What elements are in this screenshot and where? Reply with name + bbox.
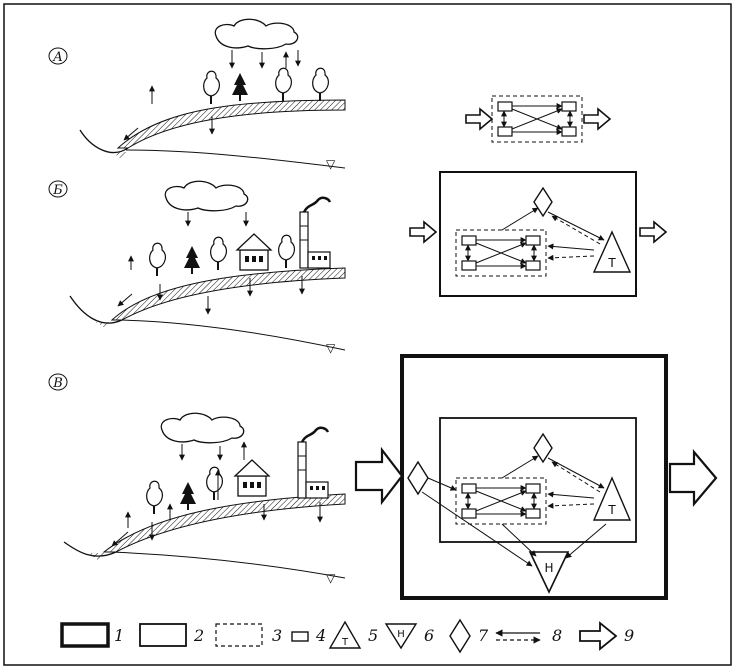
scheme-v: Т Н <box>354 354 718 600</box>
diamond-node <box>407 460 429 496</box>
tree-icon <box>202 70 221 105</box>
legend-item-5: Т 5 <box>328 620 378 649</box>
cloud-icon <box>214 18 299 50</box>
tree-icon <box>205 466 224 501</box>
svg-text:Т: Т <box>341 637 349 648</box>
legend-item-3: 3 <box>215 623 282 647</box>
house-icon <box>236 233 272 271</box>
fir-tree-icon <box>183 245 201 275</box>
legend-item-2: 2 <box>139 623 204 647</box>
diamond-node <box>533 432 553 464</box>
fir-tree-icon <box>179 481 197 511</box>
panel-a-label: А <box>48 47 68 65</box>
legend-item-6: Н 6 <box>384 623 434 650</box>
svg-text:1: 1 <box>114 626 124 645</box>
inverted-triangle-h-icon: Н <box>384 623 418 650</box>
panel-b-label-text: Б <box>52 183 63 198</box>
svg-text:Н: Н <box>397 629 405 640</box>
panel-v-label: В <box>48 373 68 391</box>
legend-item-7: 7 <box>449 618 489 654</box>
thin-boundary-frame <box>439 171 637 297</box>
thick-frame-icon <box>60 622 110 648</box>
panel-a-label-text: А <box>52 50 63 65</box>
scheme-b: Т <box>409 171 667 297</box>
svg-text:7: 7 <box>478 626 489 645</box>
panel-v: В ▽ <box>48 354 718 600</box>
svg-text:Т: Т <box>607 256 616 270</box>
tree-icon <box>209 236 228 271</box>
diamond-icon <box>449 618 471 654</box>
tree-icon <box>145 480 164 515</box>
scheme-a <box>465 96 611 142</box>
cloud-icon <box>164 180 249 212</box>
tree-icon <box>277 234 296 269</box>
panel-a: А ▽ <box>48 18 611 171</box>
output-arrow-icon <box>583 108 611 130</box>
svg-text:8: 8 <box>552 626 562 645</box>
panel-b: Б ▽ <box>48 171 667 355</box>
panel-v-label-text: В <box>52 376 63 391</box>
triangle-t-icon: Т <box>328 620 362 649</box>
tree-icon <box>311 67 330 102</box>
cloud-icon <box>160 412 245 444</box>
svg-text:5: 5 <box>368 626 378 645</box>
output-arrow-icon <box>639 221 667 243</box>
factory-icon <box>298 196 332 270</box>
input-arrow-icon <box>409 221 437 243</box>
tech-node: Т <box>592 230 632 273</box>
dashed-frame-icon <box>215 623 263 647</box>
tree-icon <box>274 67 293 102</box>
svg-text:Н: Н <box>544 561 553 575</box>
legend-item-4: 4 <box>291 626 326 645</box>
tech-node: Т <box>592 476 632 521</box>
svg-text:Т: Т <box>607 503 616 517</box>
nature-node: Н <box>528 551 570 594</box>
thin-frame-icon <box>139 623 187 647</box>
landscape-v: ▽ <box>63 412 346 585</box>
panel-b-label: Б <box>48 180 68 198</box>
svg-text:3: 3 <box>272 626 282 645</box>
figure-border <box>3 3 732 666</box>
house-icon <box>234 459 270 497</box>
small-box-icon <box>291 631 309 642</box>
legend-item-1: 1 <box>60 622 124 648</box>
legend: 1 2 3 4 Т 5 Н 6 <box>60 618 634 654</box>
legend-item-9: 9 <box>579 621 634 651</box>
input-arrow-icon <box>465 108 493 130</box>
tree-icon <box>148 242 167 277</box>
svg-text:9: 9 <box>624 626 634 645</box>
water-table-mark: ▽ <box>326 157 336 171</box>
svg-text:2: 2 <box>193 626 204 645</box>
svg-text:4: 4 <box>315 626 326 645</box>
water-table-mark: ▽ <box>326 571 336 585</box>
legend-item-8: 8 <box>495 626 562 645</box>
input-arrow-icon <box>354 446 404 506</box>
thin-boundary-frame <box>439 417 637 543</box>
svg-text:6: 6 <box>424 626 434 645</box>
water-table-mark: ▽ <box>326 341 336 355</box>
landscape-b: ▽ <box>69 180 346 355</box>
output-arrow-icon <box>668 448 718 508</box>
landscape-a: ▽ <box>79 18 346 171</box>
hollow-arrow-icon <box>579 621 618 651</box>
fir-tree-icon <box>231 72 249 102</box>
factory-icon <box>296 426 330 500</box>
double-arrow-icon <box>495 629 541 644</box>
diamond-node <box>533 186 553 218</box>
